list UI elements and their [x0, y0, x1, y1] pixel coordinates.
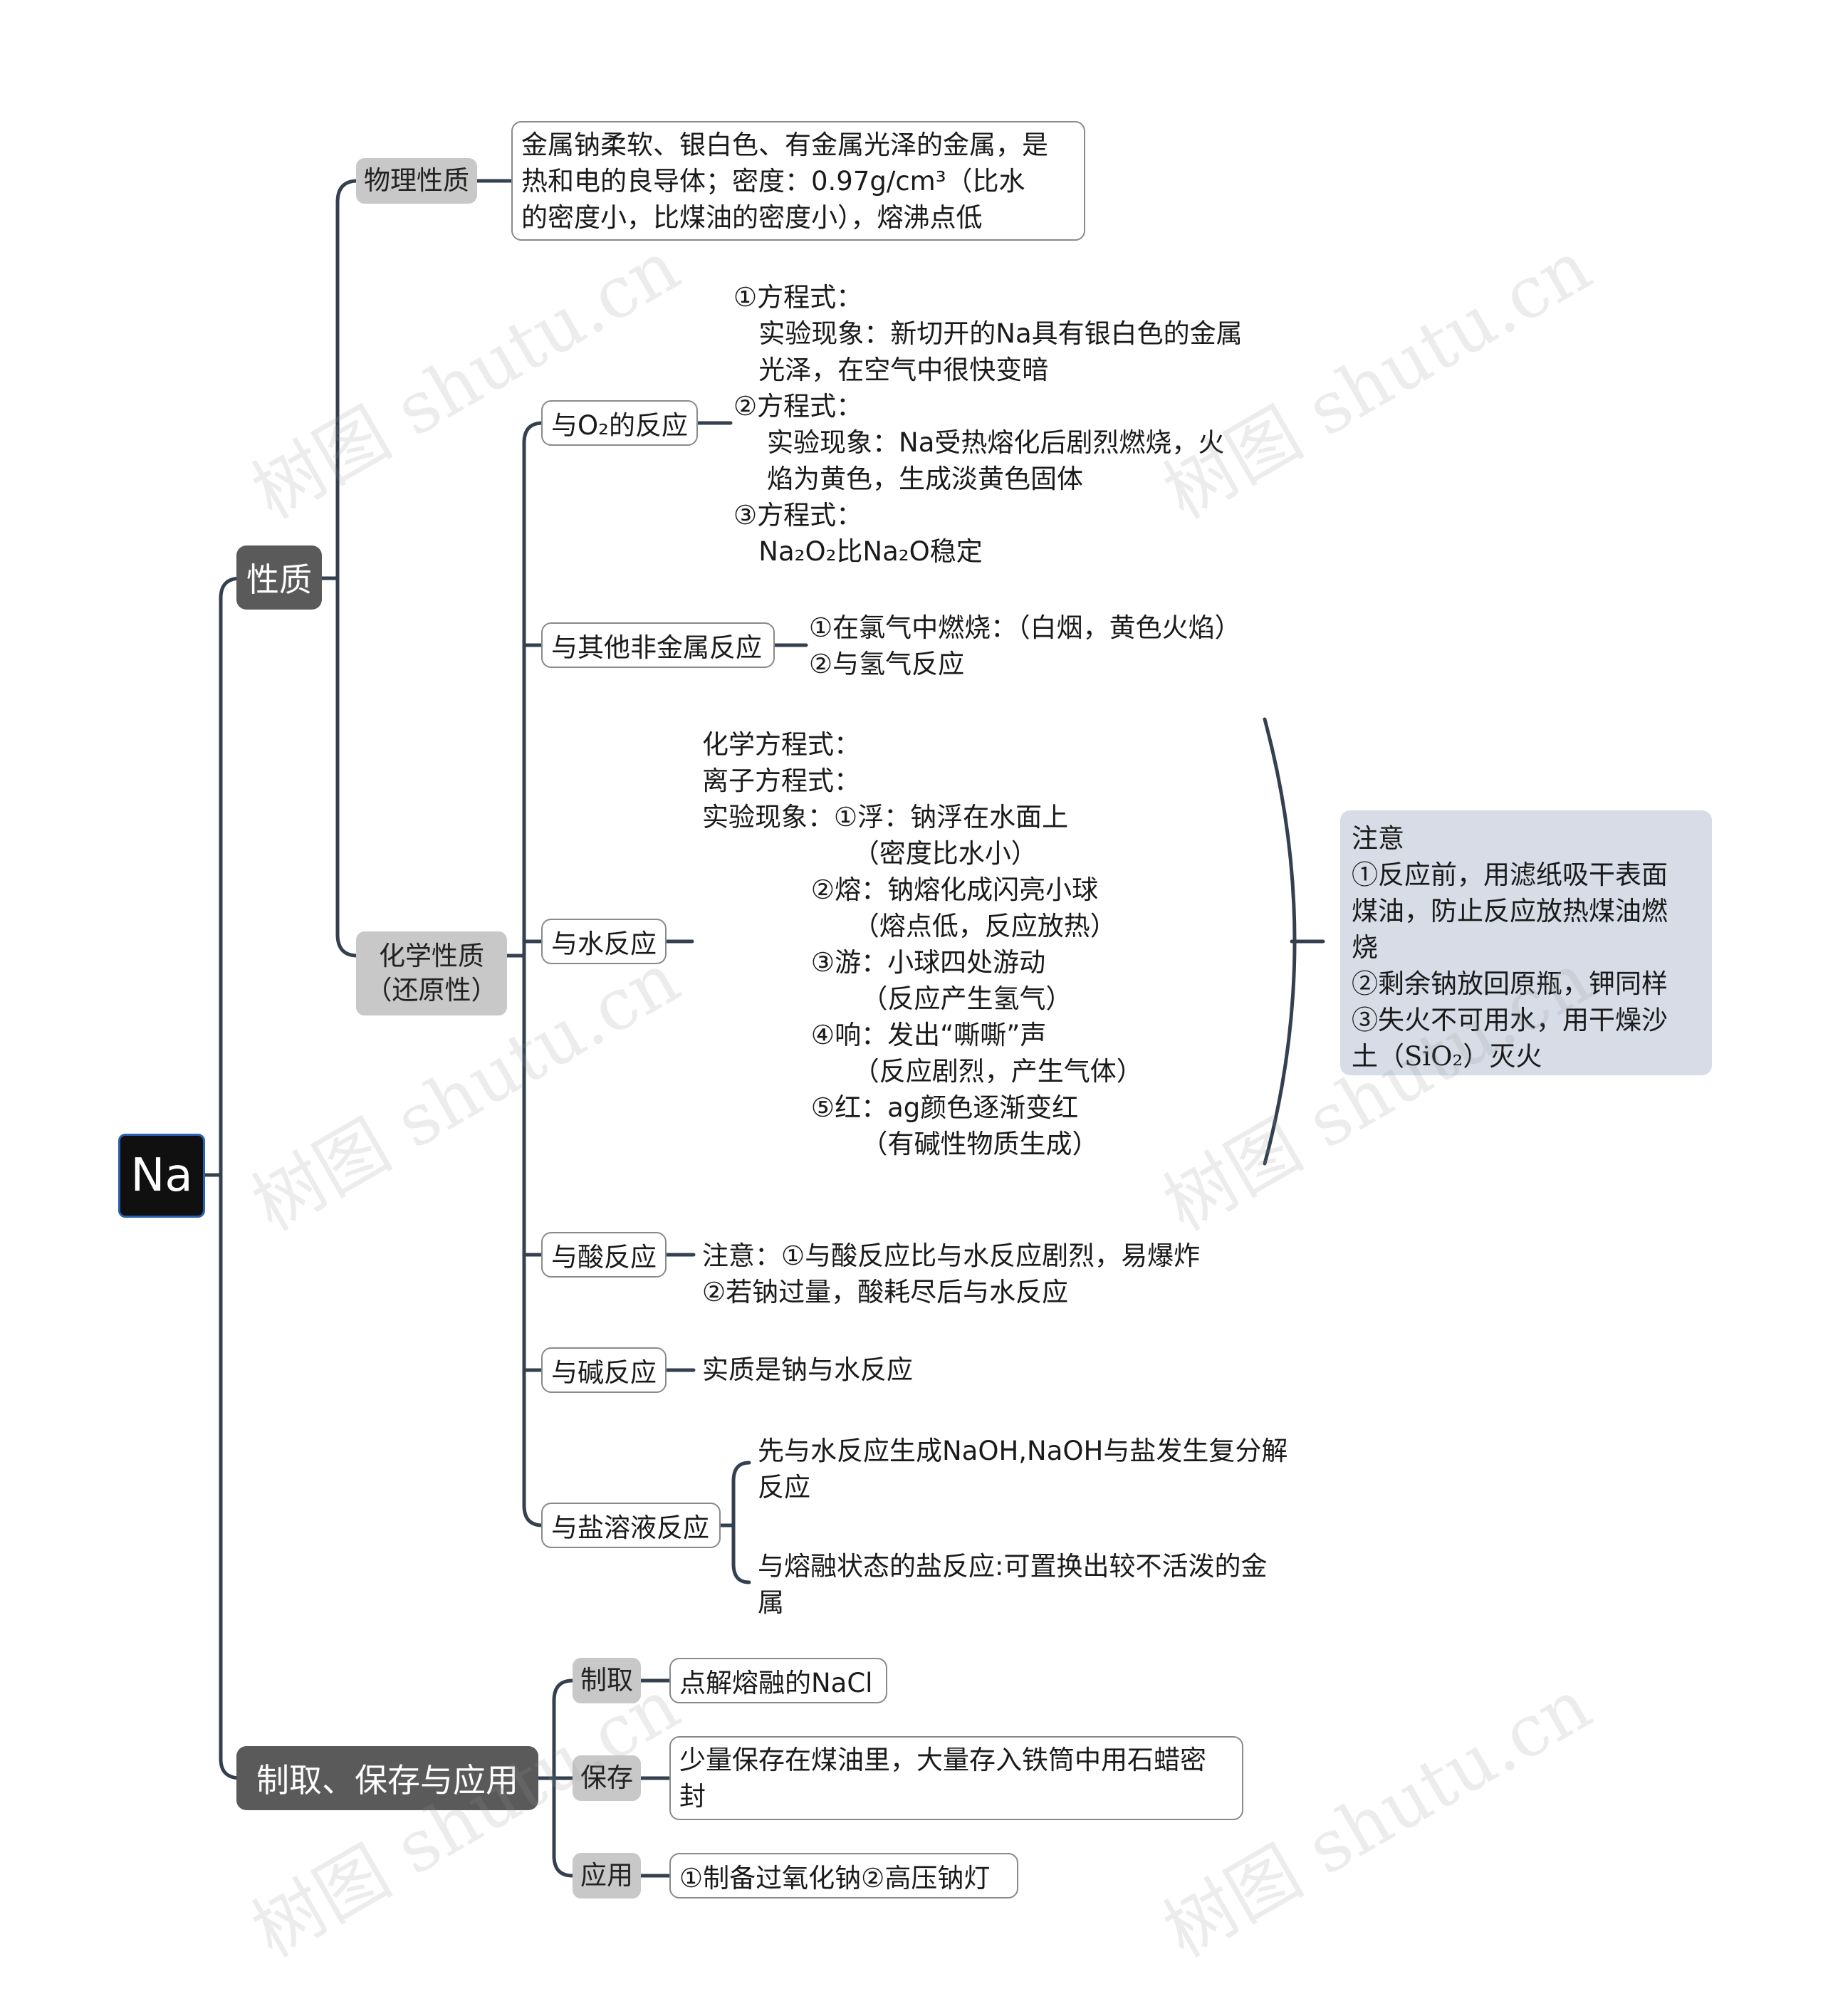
branch-properties-label: 性质 [246, 560, 312, 599]
chemical-label-line-2: （还原性） [365, 975, 498, 1006]
water-line-6: （熔点低，反应放热） [702, 911, 1117, 941]
reaction-nonmetal-node[interactable]: 与其他非金属反应 [541, 622, 775, 668]
reaction-nonmetal-label: 与其他非金属反应 [551, 632, 762, 663]
reaction-water-label: 与水反应 [551, 929, 657, 959]
nonmetal-line-2: ②与氢气反应 [809, 649, 965, 679]
reaction-o2-node[interactable]: 与O₂的反应 [541, 400, 698, 446]
reaction-o2-label: 与O₂的反应 [551, 410, 688, 441]
reaction-acid-label: 与酸反应 [551, 1242, 657, 1273]
branch-prep-store-use[interactable]: 制取、保存与应用 [236, 1746, 538, 1810]
physical-desc-line-1: 金属钠柔软、银白色、有金属光泽的金属，是 [521, 130, 1048, 160]
physical-properties-node[interactable]: 物理性质 [356, 158, 477, 204]
note-line-1: 注意 [1352, 823, 1404, 854]
o2-line-8: Na₂O₂比Na₂O稳定 [733, 536, 983, 567]
salt-item2-line-1: 与熔融状态的盐反应:可置换出较不活泼的金 [758, 1551, 1268, 1582]
reaction-nonmetal-details: ①在氯气中燃烧：（白烟，黄色火焰） ②与氢气反应 [809, 610, 1241, 682]
reaction-salt-node[interactable]: 与盐溶液反应 [541, 1503, 721, 1548]
prep-make-desc-text: 点解熔融的NaCl [679, 1668, 873, 1698]
physical-desc-line-2: 热和电的良导体；密度：0.97g/cm³（比水 [521, 166, 1025, 197]
water-line-11: ⑤红：ag颜色逐渐变红 [702, 1092, 1079, 1123]
acid-line-1: 注意：①与酸反应比与水反应剧烈，易爆炸 [702, 1241, 1201, 1271]
prep-make-node[interactable]: 制取 [573, 1658, 641, 1703]
prep-make-label: 制取 [580, 1664, 633, 1696]
o2-line-7: ③方程式： [733, 500, 863, 531]
physical-desc-line-3: 的密度小，比煤油的密度小），熔沸点低 [521, 202, 983, 233]
note-line-7: 土（SiO₂）灭火 [1352, 1041, 1542, 1072]
nonmetal-line-1: ①在氯气中燃烧：（白烟，黄色火焰） [809, 612, 1241, 643]
note-line-5: ②剩余钠放回原瓶，钾同样 [1352, 968, 1668, 999]
note-line-4: 烧 [1352, 932, 1378, 963]
prep-store-label: 保存 [580, 1762, 633, 1793]
physical-properties-desc: 金属钠柔软、银白色、有金属光泽的金属，是 热和电的良导体；密度：0.97g/cm… [511, 121, 1085, 241]
salt-item1-line-1: 先与水反应生成NaOH,NaOH与盐发生复分解 [758, 1436, 1288, 1466]
reaction-salt-item-1: 先与水反应生成NaOH,NaOH与盐发生复分解 反应 [758, 1433, 1287, 1505]
reaction-salt-label: 与盐溶液反应 [551, 1513, 709, 1543]
store-desc-line-2: 封 [679, 1781, 706, 1812]
note-line-3: 煤油，防止反应放热煤油燃 [1352, 896, 1668, 926]
note-line-6: ③失火不可用水，用干燥沙 [1352, 1005, 1668, 1035]
prep-use-desc: ①制备过氧化钠②高压钠灯 [669, 1853, 1018, 1899]
acid-line-2: ②若钠过量，酸耗尽后与水反应 [702, 1277, 1069, 1307]
chemical-label-line-1: 化学性质 [379, 940, 484, 971]
prep-store-desc: 少量保存在煤油里，大量存入铁筒中用石蜡密 封 [669, 1736, 1243, 1820]
reaction-base-details: 实质是钠与水反应 [702, 1352, 913, 1388]
base-line-1: 实质是钠与水反应 [702, 1354, 913, 1385]
water-line-7: ③游：小球四处游动 [702, 947, 1046, 978]
prep-use-node[interactable]: 应用 [573, 1853, 641, 1899]
reaction-acid-node[interactable]: 与酸反应 [541, 1232, 667, 1278]
root-node[interactable]: Na [118, 1134, 205, 1218]
branch-properties[interactable]: 性质 [236, 545, 322, 610]
reaction-acid-details: 注意：①与酸反应比与水反应剧烈，易爆炸 ②若钠过量，酸耗尽后与水反应 [702, 1238, 1200, 1310]
reaction-water-details: 化学方程式： 离子方程式： 实验现象：①浮：钠浮在水面上 （密度比水小） ②熔：… [702, 726, 1143, 1162]
water-line-5: ②熔：钠熔化成闪亮小球 [702, 874, 1099, 905]
water-line-12: （有碱性物质生成） [702, 1129, 1099, 1159]
o2-line-6: 焰为黄色，生成淡黄色固体 [733, 464, 1084, 494]
reaction-base-label: 与碱反应 [551, 1357, 657, 1388]
water-line-2: 离子方程式： [702, 766, 860, 796]
note-line-2: ①反应前，用滤纸吸干表面 [1352, 860, 1668, 890]
reaction-o2-details: ①方程式： 实验现象：新切开的Na具有银白色的金属 光泽，在空气中很快变暗 ②方… [733, 279, 1243, 570]
root-label: Na [130, 1149, 193, 1202]
water-line-3: 实验现象：①浮：钠浮在水面上 [702, 802, 1069, 832]
water-line-1: 化学方程式： [702, 729, 860, 760]
water-reaction-note: 注意 ①反应前，用滤纸吸干表面 煤油，防止反应放热煤油燃 烧 ②剩余钠放回原瓶，… [1340, 810, 1712, 1075]
prep-make-desc: 点解熔融的NaCl [669, 1658, 887, 1703]
water-line-10: （反应剧烈，产生气体） [702, 1056, 1143, 1087]
physical-properties-label: 物理性质 [364, 164, 469, 196]
water-line-9: ④响：发出“嘶嘶”声 [702, 1020, 1047, 1050]
prep-store-node[interactable]: 保存 [573, 1755, 641, 1801]
o2-line-2: 实验现象：新切开的Na具有银白色的金属 [733, 318, 1243, 349]
store-desc-line-1: 少量保存在煤油里，大量存入铁筒中用石蜡密 [679, 1745, 1206, 1775]
o2-line-1: ①方程式： [733, 282, 863, 313]
water-line-8: （反应产生氢气） [702, 983, 1072, 1014]
salt-item2-line-2: 属 [758, 1587, 784, 1618]
water-line-4: （密度比水小） [702, 838, 1038, 869]
chemical-properties-node[interactable]: 化学性质 （还原性） [356, 931, 507, 1015]
o2-line-5: 实验现象：Na受热熔化后剧烈燃烧，火 [733, 427, 1225, 458]
branch-prep-label: 制取、保存与应用 [256, 1761, 518, 1800]
prep-use-desc-text: ①制备过氧化钠②高压钠灯 [679, 1863, 991, 1894]
salt-item1-line-2: 反应 [758, 1472, 810, 1503]
prep-use-label: 应用 [580, 1859, 633, 1891]
reaction-salt-item-2: 与熔融状态的盐反应:可置换出较不活泼的金 属 [758, 1548, 1267, 1621]
o2-line-3: 光泽，在空气中很快变暗 [733, 355, 1049, 385]
o2-line-4: ②方程式： [733, 391, 863, 422]
reaction-base-node[interactable]: 与碱反应 [541, 1347, 667, 1393]
reaction-water-node[interactable]: 与水反应 [541, 919, 667, 964]
